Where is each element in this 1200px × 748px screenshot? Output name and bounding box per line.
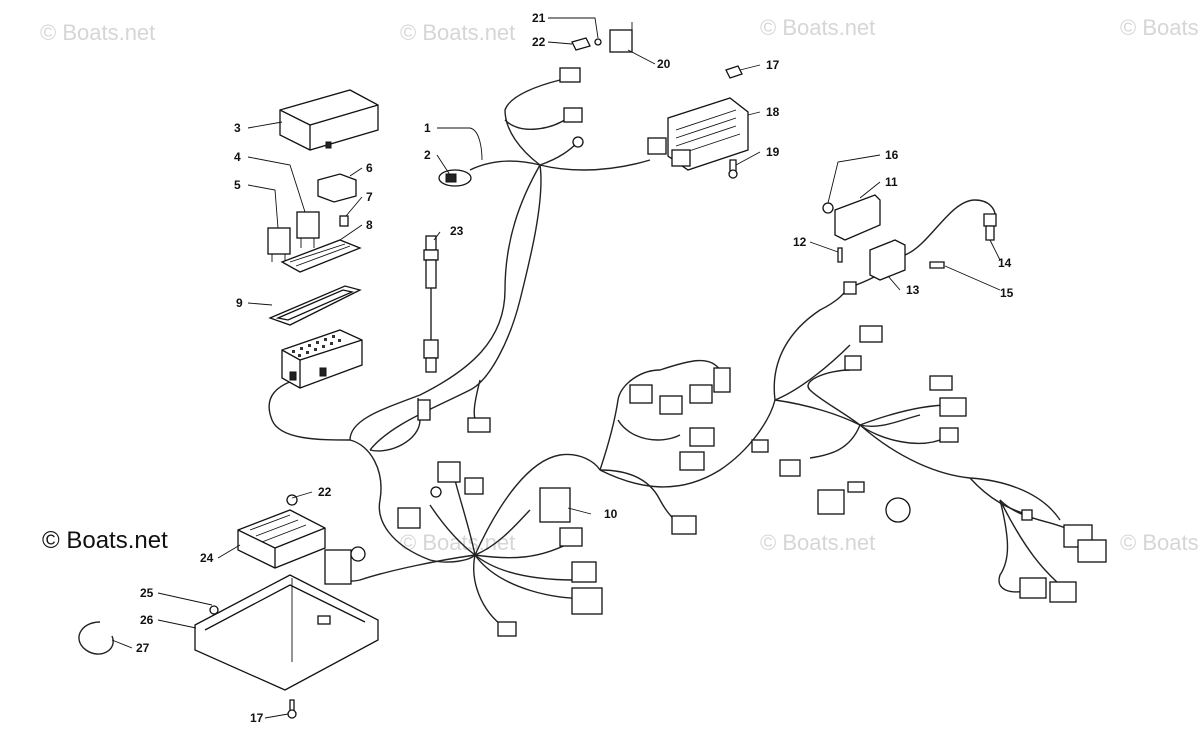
callout-27: 27: [136, 641, 150, 655]
mini-relays: [267, 211, 320, 262]
watermark: © Boats.net: [760, 15, 875, 40]
watermark: © Boats.net: [400, 20, 515, 45]
watermark: © Boats.net: [400, 530, 515, 555]
callout-18: 18: [766, 105, 780, 119]
callout-21: 21: [532, 11, 546, 25]
callout-5: 5: [234, 178, 241, 192]
callout-11: 11: [885, 175, 898, 189]
callout-labels: 1 2 3 4 5 6 7 8 9 10 11 12 13 14 15 16 1…: [136, 11, 1014, 725]
center-connectors: [324, 367, 731, 637]
callout-3: 3: [234, 121, 241, 135]
nut-top: [725, 65, 743, 79]
watermark: © Boats.net: [40, 20, 155, 45]
fuse-box-cover: [279, 89, 379, 151]
bolt-bottom: [287, 699, 297, 719]
oxygen-sensor: [423, 235, 439, 373]
harness-connector-2: [438, 169, 472, 187]
callout-7: 7: [366, 190, 373, 204]
callout-22-top: 22: [532, 35, 546, 49]
callout-10: 10: [604, 507, 618, 521]
relay-large: [317, 173, 357, 203]
callout-12: 12: [793, 235, 807, 249]
callout-8: 8: [366, 218, 373, 232]
watermarks: © Boats.net © Boats.net © Boats.net © Bo…: [40, 15, 1200, 555]
voltage-regulator: [647, 97, 749, 171]
ignition-coil-assembly: [822, 194, 997, 295]
fuse-label-sheet: [280, 239, 362, 273]
right-connectors: [751, 325, 1107, 603]
callout-1: 1: [424, 121, 431, 135]
sensor-top: [571, 22, 633, 53]
bolt-19: [728, 159, 738, 179]
callout-4: 4: [234, 150, 241, 164]
callout-22-ecu: 22: [318, 485, 332, 499]
watermark: © Boats.net: [760, 530, 875, 555]
ecu-module: [237, 494, 326, 569]
fuse: [339, 215, 349, 227]
callout-14: 14: [998, 256, 1012, 270]
top-connectors: [559, 67, 584, 148]
fuse-box: [281, 329, 363, 389]
main-harness-wires: [268, 79, 1071, 629]
mounting-tray: [194, 574, 379, 691]
callout-13: 13: [906, 283, 920, 297]
callout-9: 9: [236, 296, 243, 310]
callout-2: 2: [424, 148, 431, 162]
callout-20: 20: [657, 57, 671, 71]
leader-lines: [111, 17, 1001, 719]
watermark-main: © Boats.net: [42, 527, 168, 554]
callout-6: 6: [366, 161, 373, 175]
callout-23: 23: [450, 224, 464, 238]
callout-19: 19: [766, 145, 780, 159]
clamp-ring: [78, 621, 114, 655]
callout-17-bottom: 17: [250, 711, 264, 725]
callout-24: 24: [200, 551, 214, 565]
callout-17-top: 17: [766, 58, 780, 72]
watermark: © Boats.net: [1120, 15, 1200, 40]
callout-26: 26: [140, 613, 154, 627]
watermark: © Boats.net: [1120, 530, 1200, 555]
callout-15: 15: [1000, 286, 1014, 300]
callout-25: 25: [140, 586, 154, 600]
callout-16: 16: [885, 148, 899, 162]
